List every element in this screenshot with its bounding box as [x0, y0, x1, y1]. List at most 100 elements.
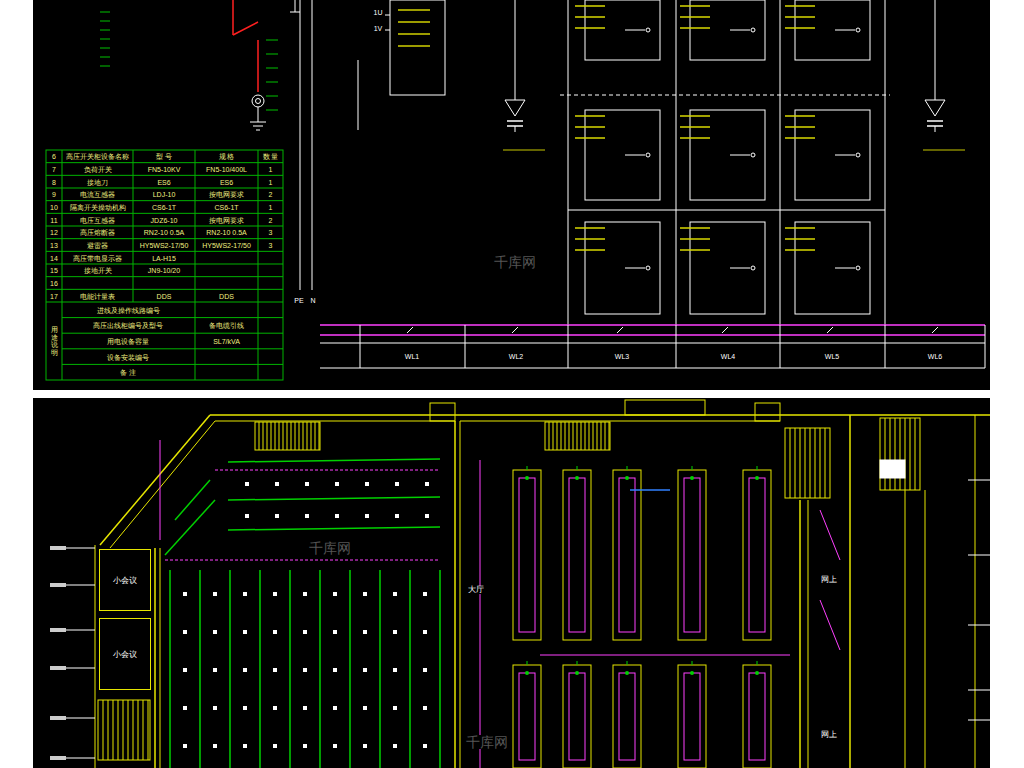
cad-line: [527, 466, 528, 470]
annotation: WL2: [508, 353, 524, 360]
escalator: [597, 422, 598, 450]
breaker-symbol: [730, 30, 750, 31]
table-cell: RN2-10 0.5A: [144, 229, 184, 236]
stair: [805, 428, 806, 498]
wiring: [540, 655, 790, 656]
panel-divider: [676, 0, 677, 325]
note-mark: [785, 5, 815, 7]
shelf-light: [684, 673, 700, 760]
tick-mark: [100, 12, 110, 13]
escalator: [303, 422, 304, 450]
wiring: [165, 560, 440, 561]
circuit-box: [690, 110, 765, 200]
annotation: 1V: [373, 25, 384, 32]
annotation: WL6: [927, 353, 943, 360]
table-rule: [46, 251, 283, 252]
stair: [133, 700, 134, 760]
table-cell: CS6-1T: [214, 204, 238, 211]
table-cell: FN5-10/400L: [206, 166, 247, 173]
note-mark: [785, 126, 815, 128]
table-cell: HY5WS2-17/50: [140, 242, 189, 249]
panel-divider: [568, 0, 569, 325]
cad-line: [133, 150, 134, 302]
stair: [123, 700, 124, 760]
shelf-light: [749, 478, 765, 632]
wiring: [215, 470, 440, 471]
wall: [849, 415, 851, 768]
column: [625, 400, 705, 415]
downlight: [395, 482, 399, 486]
bus-line: [300, 0, 301, 290]
downlight: [275, 514, 279, 518]
note-mark: [680, 16, 710, 18]
downlight: [393, 668, 397, 672]
bottom-panel: [33, 398, 990, 768]
downlight: [183, 744, 187, 748]
downlight: [393, 706, 397, 710]
downlight: [335, 482, 339, 486]
downlight: [183, 630, 187, 634]
tick-mark: [722, 327, 728, 333]
downlight: [333, 706, 337, 710]
escalator: [319, 422, 320, 450]
cad-line: [258, 107, 259, 122]
downlight: [213, 668, 217, 672]
breaker-symbol: [751, 28, 755, 32]
room-name: 小会议: [113, 575, 137, 586]
wall: [454, 421, 456, 768]
axis-tag: [50, 628, 66, 632]
stair: [148, 700, 149, 760]
wall: [100, 415, 210, 545]
axis-tick: [66, 548, 95, 549]
downlight: [275, 482, 279, 486]
table-cell: 3: [269, 242, 273, 249]
axis-tag: [50, 666, 66, 670]
table-border: [46, 150, 283, 380]
tick-mark: [266, 96, 278, 97]
tick-mark: [100, 30, 110, 31]
downlight: [213, 706, 217, 710]
stair: [128, 700, 129, 760]
note-mark: [398, 21, 430, 23]
annotation: PE: [293, 297, 304, 304]
wall: [95, 545, 96, 768]
table-cell: 数 量: [263, 153, 279, 160]
escalator: [605, 422, 606, 450]
capacitor-symbol: [505, 100, 525, 116]
table-cell: 14: [50, 254, 58, 261]
table-rule: [46, 175, 283, 176]
room-box: 小会议: [99, 618, 151, 690]
shelf-light: [519, 673, 535, 760]
table-cell: LDJ-10: [153, 191, 176, 198]
shelf-light: [519, 478, 535, 632]
downlight: [273, 630, 277, 634]
stair: [820, 428, 821, 498]
downlight: [303, 630, 307, 634]
light-row: [229, 570, 231, 768]
stair: [113, 700, 114, 760]
table-cell: 15: [50, 267, 58, 274]
note-mark: [923, 150, 965, 151]
downlight: [423, 592, 427, 596]
wall: [799, 500, 801, 768]
escalator: [593, 422, 594, 450]
escalator: [259, 422, 260, 450]
escalator: [561, 422, 562, 450]
stair: [915, 418, 916, 490]
note-mark: [575, 249, 605, 251]
downlight: [393, 592, 397, 596]
stair: [880, 418, 920, 490]
escalator: [565, 422, 566, 450]
annotation: WL1: [404, 353, 420, 360]
escalator: [577, 422, 578, 450]
table-rule: [46, 162, 283, 163]
circuit-box: [585, 110, 660, 200]
meter-box: [390, 0, 445, 95]
table-cell: 17: [50, 292, 58, 299]
cad-line: [757, 661, 758, 665]
annotation: 网上: [821, 576, 837, 584]
downlight: [305, 482, 309, 486]
shelf: [743, 470, 771, 640]
table-rule: [46, 302, 283, 303]
wall: [460, 421, 780, 422]
